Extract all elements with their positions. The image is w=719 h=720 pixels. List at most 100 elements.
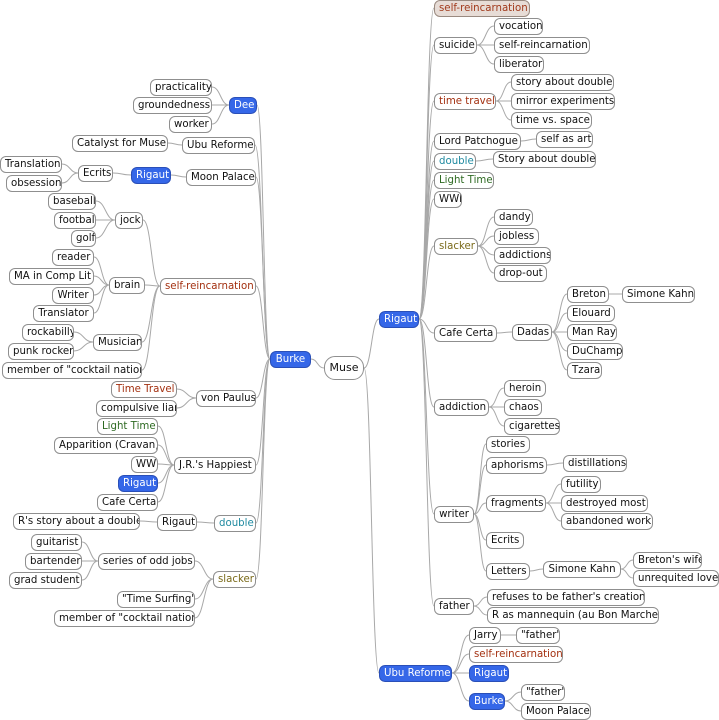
lord-patchogue-node[interactable]: Lord Patchogue xyxy=(434,133,521,150)
wwi-node[interactable]: WWI xyxy=(434,191,462,208)
self-reincarnation-top-node[interactable]: self-reincarnation xyxy=(434,0,530,17)
addiction-node[interactable]: addiction xyxy=(434,399,489,416)
drop-out-node[interactable]: drop-out xyxy=(494,265,547,282)
time-travel-node[interactable]: Time Travel xyxy=(111,381,177,398)
fragments-node[interactable]: fragments xyxy=(486,495,546,512)
duchamp-node[interactable]: DuChamp xyxy=(567,343,623,360)
central-node-muse[interactable]: Muse xyxy=(324,356,364,380)
baseball-node[interactable]: baseball xyxy=(48,193,96,210)
catalyst-for-muse-node[interactable]: Catalyst for Muse xyxy=(72,135,168,152)
worker-node[interactable]: worker xyxy=(169,116,212,133)
father-quote-node[interactable]: "father" xyxy=(521,684,565,701)
groundedness-node[interactable]: groundedness xyxy=(133,97,212,114)
rigaut-node[interactable]: Rigaut xyxy=(157,514,197,531)
mannequin-node[interactable]: R as mannequin (au Bon Marche) xyxy=(487,607,659,624)
dandy-node[interactable]: dandy xyxy=(494,209,533,226)
letters-node[interactable]: Letters xyxy=(486,563,530,580)
bartender-node[interactable]: bartender xyxy=(25,553,82,570)
writer-node[interactable]: writer xyxy=(434,506,474,523)
rigaut-node[interactable]: Rigaut xyxy=(469,665,509,682)
cafe-certa-node[interactable]: Cafe Certa xyxy=(97,494,158,511)
grad-student-node[interactable]: grad student xyxy=(9,572,82,589)
ecrits-node[interactable]: Ecrits xyxy=(486,532,524,549)
von-paulus-node[interactable]: von Paulus xyxy=(196,390,256,407)
moon-palace-node[interactable]: Moon Palace xyxy=(186,169,256,186)
guitarist-node[interactable]: guitarist xyxy=(31,534,82,551)
story-about-double-node[interactable]: story about double xyxy=(511,74,614,91)
ecrits-node[interactable]: Ecrits xyxy=(78,165,113,182)
slacker-node[interactable]: slacker xyxy=(434,238,478,255)
suicide-node[interactable]: suicide xyxy=(434,37,477,54)
light-time-node[interactable]: Light Time xyxy=(97,418,158,435)
self-as-art-node[interactable]: self as art xyxy=(536,131,593,148)
story-about-double-node[interactable]: Story about double xyxy=(493,151,596,168)
jock-node[interactable]: jock xyxy=(115,212,143,229)
football-node[interactable]: football xyxy=(54,212,96,229)
burke-node[interactable]: Burke xyxy=(469,693,505,710)
light-time-node[interactable]: Light Time xyxy=(434,172,494,189)
translator-node[interactable]: Translator xyxy=(33,305,94,322)
breton-node[interactable]: Breton xyxy=(567,286,609,303)
abandoned-work-node[interactable]: abandoned work xyxy=(561,513,653,530)
rigaut-node[interactable]: Rigaut xyxy=(131,167,171,184)
self-reincarnation-node[interactable]: self-reincarnation xyxy=(469,646,563,663)
tzara-node[interactable]: Tzara xyxy=(567,362,602,379)
heroin-node[interactable]: heroin xyxy=(504,380,546,397)
apparition-node[interactable]: Apparition (Cravan) xyxy=(54,437,158,454)
aphorisms-node[interactable]: aphorisms xyxy=(486,457,547,474)
elouard-node[interactable]: Elouard xyxy=(567,305,615,322)
liberator-node[interactable]: liberator xyxy=(494,56,544,73)
jarry-node[interactable]: Jarry xyxy=(469,627,501,644)
musician-node[interactable]: Musician xyxy=(93,334,142,351)
time-travel-node[interactable]: time travel xyxy=(434,93,496,110)
wwi-node[interactable]: WWI xyxy=(131,456,158,473)
simone-kahn-node[interactable]: Simone Kahn xyxy=(543,561,621,578)
dadas-node[interactable]: Dadas xyxy=(512,324,552,341)
dee-node[interactable]: Dee xyxy=(229,97,257,114)
unrequited-love-node[interactable]: unrequited love xyxy=(633,570,719,587)
moon-palace-node[interactable]: Moon Palace xyxy=(521,703,591,720)
distillations-node[interactable]: distillations xyxy=(563,455,627,472)
jr-happiest-node[interactable]: J.R.'s Happiest xyxy=(174,457,256,474)
reader-node[interactable]: reader xyxy=(52,249,94,266)
simone-kahn-node[interactable]: Simone Kahn xyxy=(622,286,695,303)
ubu-reforme-node[interactable]: Ubu Reforme xyxy=(182,137,255,154)
refuses-creation-node[interactable]: refuses to be father's creation xyxy=(487,589,645,606)
futility-node[interactable]: futility xyxy=(561,476,601,493)
stories-node[interactable]: stories xyxy=(486,436,530,453)
compulsive-liar-node[interactable]: compulsive liar xyxy=(96,400,177,417)
burke-node[interactable]: Burke xyxy=(270,351,311,368)
golf-node[interactable]: golf xyxy=(71,230,96,247)
ma-comp-lit-node[interactable]: MA in Comp Lit xyxy=(9,268,94,285)
odd-jobs-node[interactable]: series of odd jobs xyxy=(98,553,195,570)
father-node[interactable]: father xyxy=(434,598,474,615)
man-ray-node[interactable]: Man Ray xyxy=(567,324,617,341)
bretons-wife-node[interactable]: Breton's wife xyxy=(633,552,702,569)
cafe-certa-node[interactable]: Cafe Certa xyxy=(434,325,497,342)
obsession-node[interactable]: obsession xyxy=(6,175,62,192)
rockabilly-node[interactable]: rockabilly xyxy=(22,324,74,341)
double-node[interactable]: double xyxy=(434,153,476,170)
brain-node[interactable]: brain xyxy=(109,277,145,294)
destroyed-most-node[interactable]: destroyed most xyxy=(561,495,648,512)
slacker-node[interactable]: slacker xyxy=(213,571,256,588)
cigarettes-node[interactable]: cigarettes xyxy=(504,418,560,435)
time-surfing-node[interactable]: "Time Surfing" xyxy=(117,591,195,608)
vocation-node[interactable]: vocation xyxy=(494,18,543,35)
addictions-node[interactable]: addictions xyxy=(494,247,551,264)
cocktail-nation-node[interactable]: member of "cocktail nation" xyxy=(54,610,195,627)
father-quote-node[interactable]: "father" xyxy=(516,627,560,644)
self-reincarnation-node[interactable]: self-reincarnation xyxy=(494,37,590,54)
rs-story-node[interactable]: R's story about a double xyxy=(13,513,140,530)
jobless-node[interactable]: jobless xyxy=(494,228,539,245)
practicality-node[interactable]: practicality xyxy=(150,79,212,96)
chaos-node[interactable]: chaos xyxy=(504,399,542,416)
time-vs-space-node[interactable]: time vs. space xyxy=(511,112,592,129)
writer-node[interactable]: Writer xyxy=(52,287,94,304)
punk-rocker-node[interactable]: punk rocker xyxy=(8,343,74,360)
translation-node[interactable]: Translation xyxy=(0,156,62,173)
ubu-reforme-main-node[interactable]: Ubu Reforme xyxy=(379,665,452,682)
mirror-experiments-node[interactable]: mirror experiments xyxy=(511,93,615,110)
cocktail-nation-node[interactable]: member of "cocktail nation" xyxy=(2,362,142,379)
double-node[interactable]: double xyxy=(214,515,256,532)
